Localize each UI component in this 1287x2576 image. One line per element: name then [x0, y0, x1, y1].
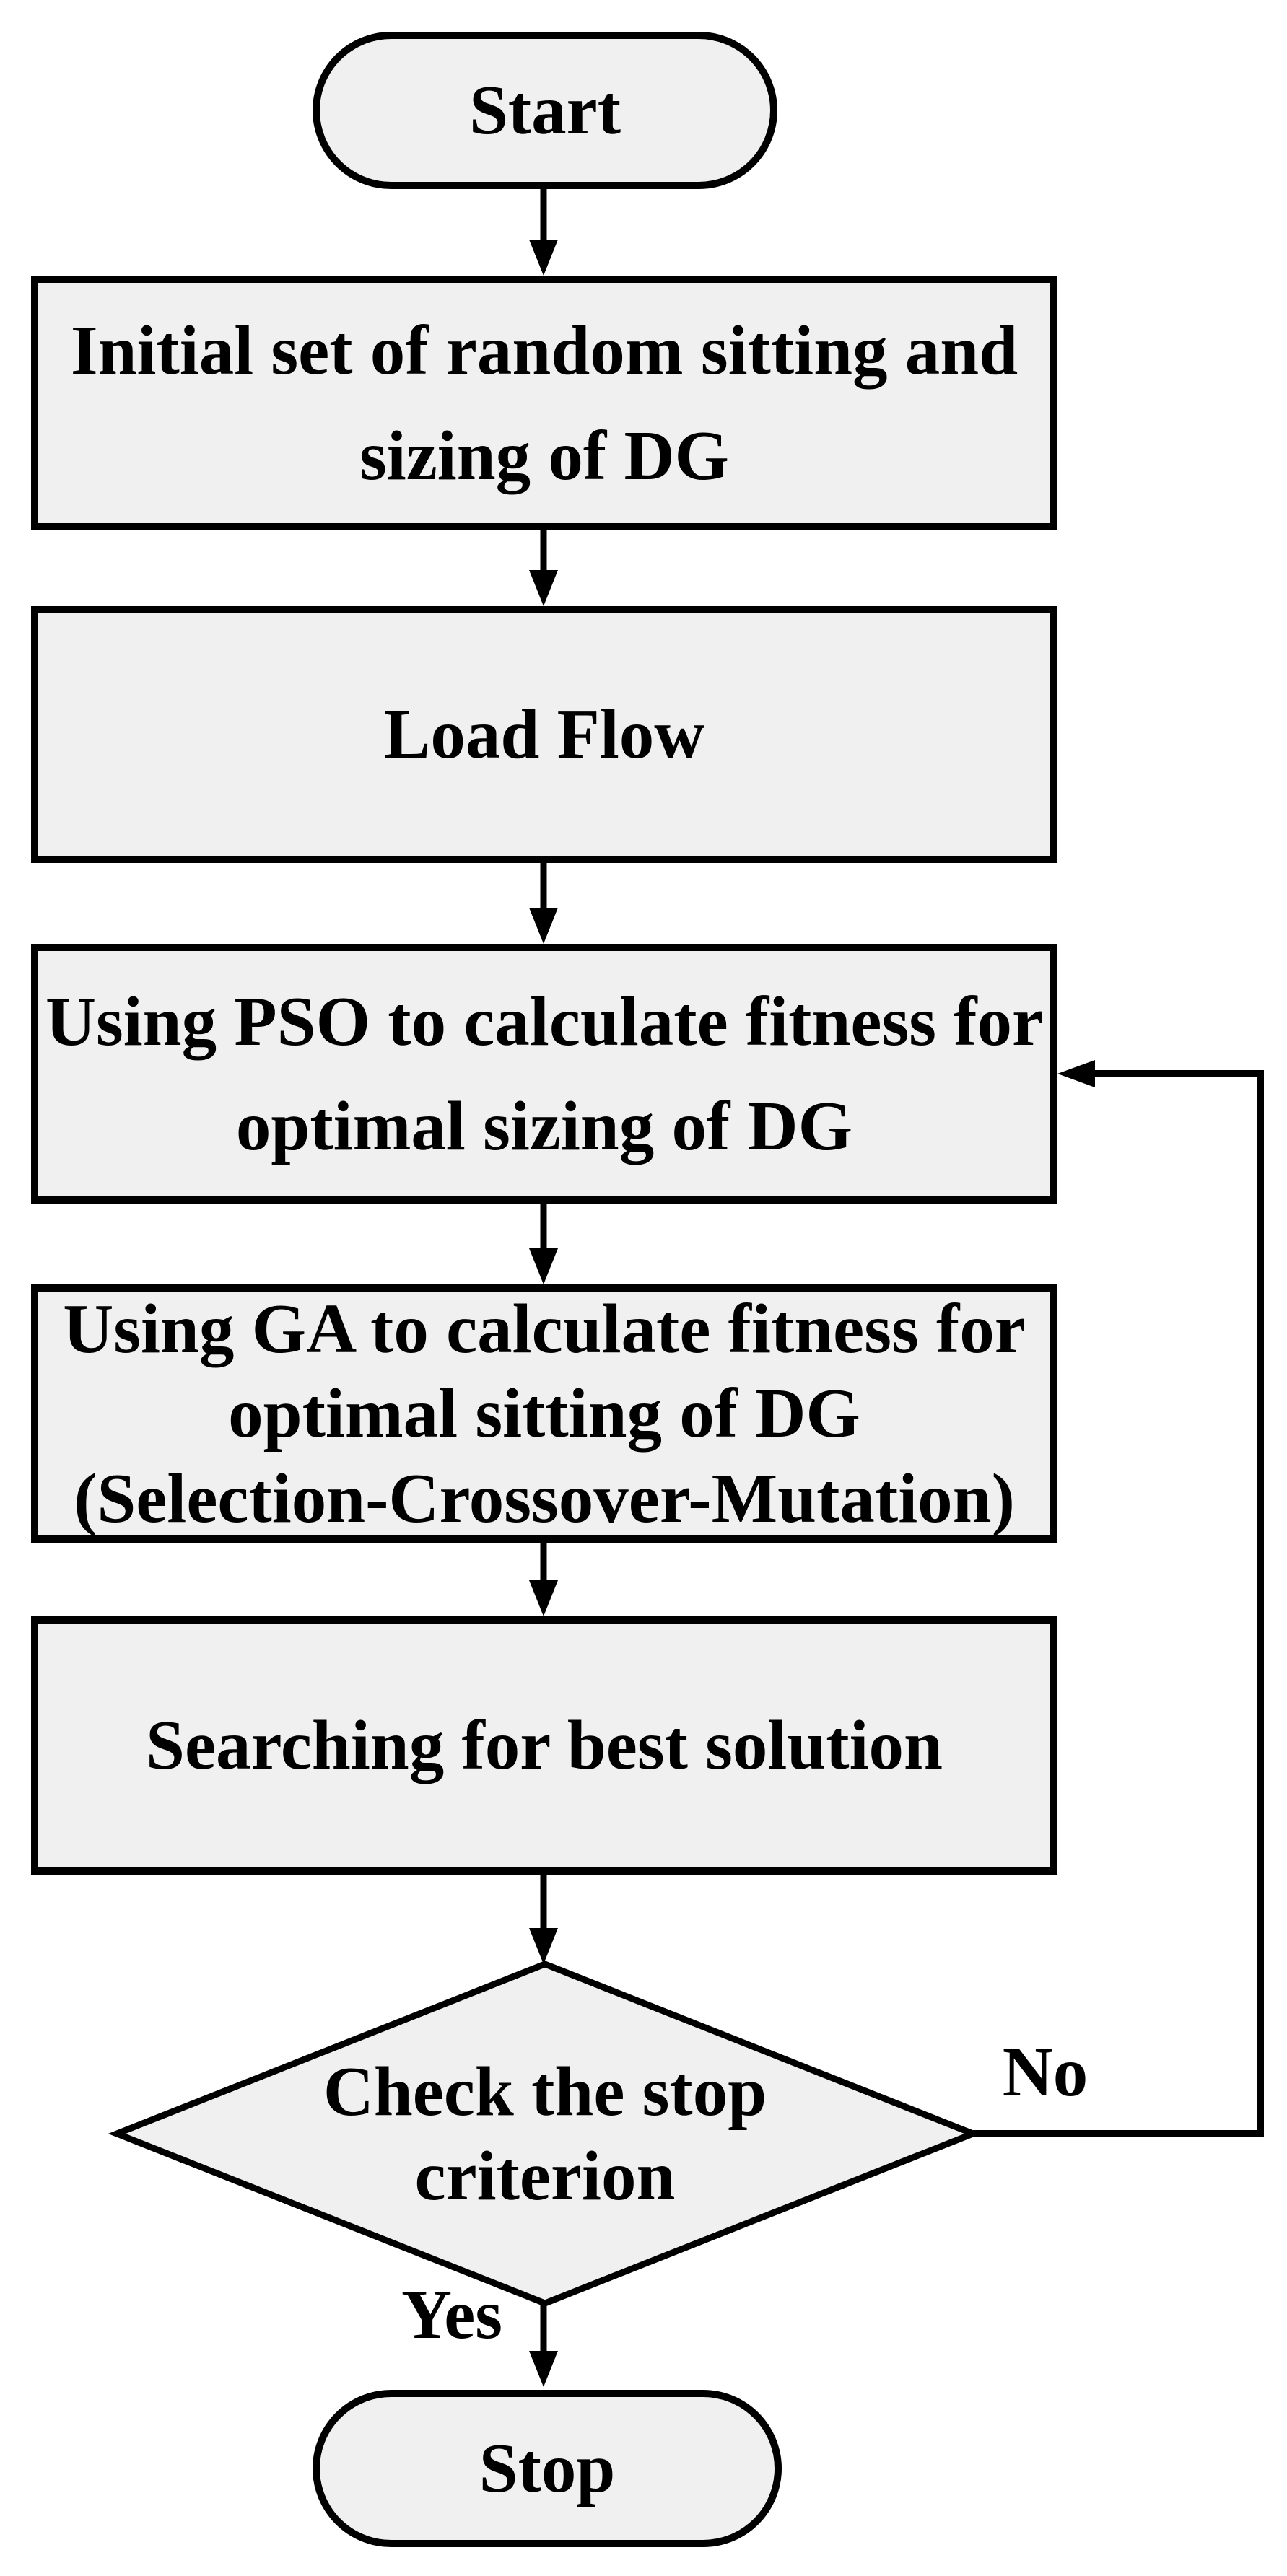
arrow-pso-to-ga [529, 1204, 558, 1284]
arrow-decision-to-stop [529, 2303, 558, 2387]
no-edge-label: No [1002, 2033, 1089, 2111]
arrow-init-to-loadflow [529, 530, 558, 606]
stop-terminator-shape [313, 2390, 782, 2547]
ga-process-shape [31, 1284, 1057, 1543]
feedback-connector-no-loop [973, 1060, 1264, 2137]
start-terminator-shape [313, 32, 777, 189]
arrow-loadflow-to-pso [529, 863, 558, 944]
arrow-search-to-decision [529, 1875, 558, 1964]
init-process-shape [31, 276, 1057, 530]
pso-process-shape [31, 944, 1057, 1204]
arrow-ga-to-search [529, 1543, 558, 1616]
arrow-start-to-init [529, 189, 558, 276]
decision-diamond-shape [108, 1961, 982, 2307]
yes-edge-label: Yes [401, 2276, 503, 2353]
search-process-shape [31, 1616, 1057, 1875]
load-flow-process-shape [31, 606, 1057, 863]
